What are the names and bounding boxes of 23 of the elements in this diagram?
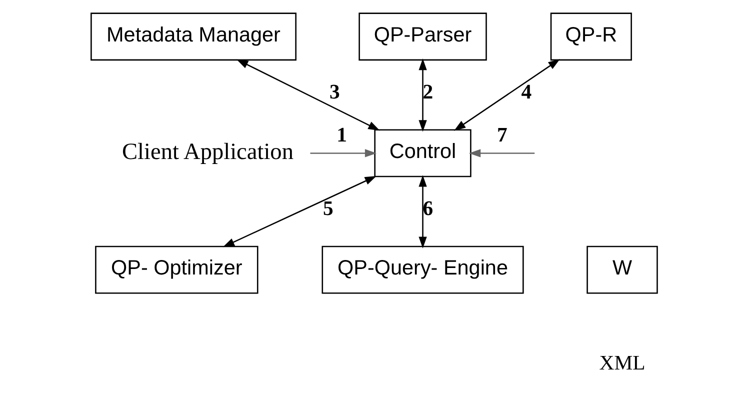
- arrow: [310, 149, 376, 158]
- arrow: [453, 59, 560, 131]
- node-box: W: [586, 246, 658, 294]
- edge-label: 4: [520, 82, 532, 104]
- edge-label: 5: [322, 198, 333, 220]
- arrow: [236, 59, 380, 131]
- node-box: QP-Query- Engine: [321, 246, 524, 294]
- arrow: [222, 176, 376, 248]
- node-box: QP-R: [550, 12, 632, 61]
- node-box: QP- Optimizer: [94, 246, 258, 294]
- label: XML: [598, 352, 645, 374]
- edge-label: 7: [496, 124, 507, 146]
- node-box: Metadata Manager: [90, 12, 296, 61]
- edge-label: 3: [329, 82, 340, 104]
- arrow: [418, 175, 426, 248]
- node-box: QP-Parser: [358, 12, 486, 61]
- edge-label: 1: [336, 124, 346, 146]
- node-text: Client Application: [122, 138, 293, 165]
- arrow: [418, 58, 426, 132]
- node-box: Control: [374, 129, 471, 178]
- edge-label: 6: [422, 198, 433, 220]
- arrow: [468, 149, 534, 158]
- edge-label: 2: [422, 82, 433, 104]
